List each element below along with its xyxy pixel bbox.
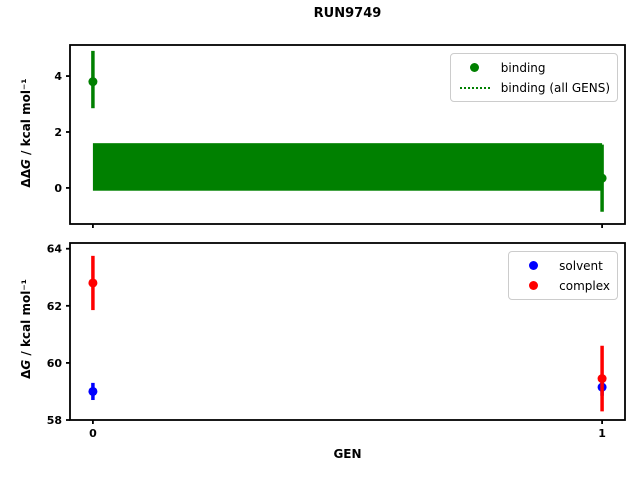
legend-glyph: [456, 86, 494, 89]
legend-item-binding-all-gens: binding (all GENS): [456, 79, 610, 96]
x-tick-label: 1: [598, 427, 606, 440]
complex-dot-icon: [528, 281, 538, 290]
y-tick-label: 62: [47, 300, 62, 313]
legend-item-solvent: solvent: [514, 257, 610, 274]
legend-item-binding: binding: [456, 59, 610, 76]
y-tick-label: 2: [54, 126, 62, 139]
data-point-binding: [597, 173, 607, 183]
uncertainty-band: [92, 143, 603, 191]
ylabel-variable: G: [19, 159, 33, 169]
y-tick-label: 60: [47, 357, 63, 370]
ylabel-units: / kcal mol⁻¹: [19, 78, 33, 160]
x-tick-label: 0: [89, 427, 97, 440]
legend-glyph: [456, 63, 494, 72]
data-point-complex: [88, 278, 98, 288]
figure-title: RUN9749: [313, 6, 382, 21]
solvent-dot-icon: [528, 261, 538, 270]
y-tick-label: 64: [47, 243, 63, 256]
ylabel-prefix: Δ: [19, 369, 33, 379]
x-axis-label: GEN: [333, 447, 362, 461]
binding-dot-icon: [470, 63, 480, 72]
legend-binding: binding binding (all GENS): [449, 53, 618, 102]
legend-label: complex: [559, 278, 610, 293]
axes-frame: [69, 44, 626, 225]
legend-label: solvent: [559, 258, 603, 273]
y-tick-label: 0: [54, 182, 62, 195]
y-axis-label-dg: ΔG / kcal mol⁻¹: [19, 179, 33, 479]
legend-label: binding (all GENS): [500, 80, 610, 95]
legend-glyph: [514, 281, 552, 290]
ylabel-variable: G: [19, 359, 33, 370]
data-point-complex: [597, 374, 607, 384]
ylabel-units: / kcal mol⁻¹: [19, 279, 33, 360]
dotted-line-icon: [459, 86, 490, 89]
axes-frame: [69, 242, 626, 421]
y-tick-label: 58: [47, 414, 62, 427]
legend-solvent-complex: solvent complex: [508, 251, 618, 300]
legend-label: binding: [500, 60, 546, 75]
legend-glyph: [514, 261, 552, 270]
data-point-binding: [88, 77, 98, 87]
y-tick-label: 4: [54, 70, 62, 83]
data-point-solvent: [88, 386, 98, 396]
legend-item-complex: complex: [514, 277, 610, 294]
